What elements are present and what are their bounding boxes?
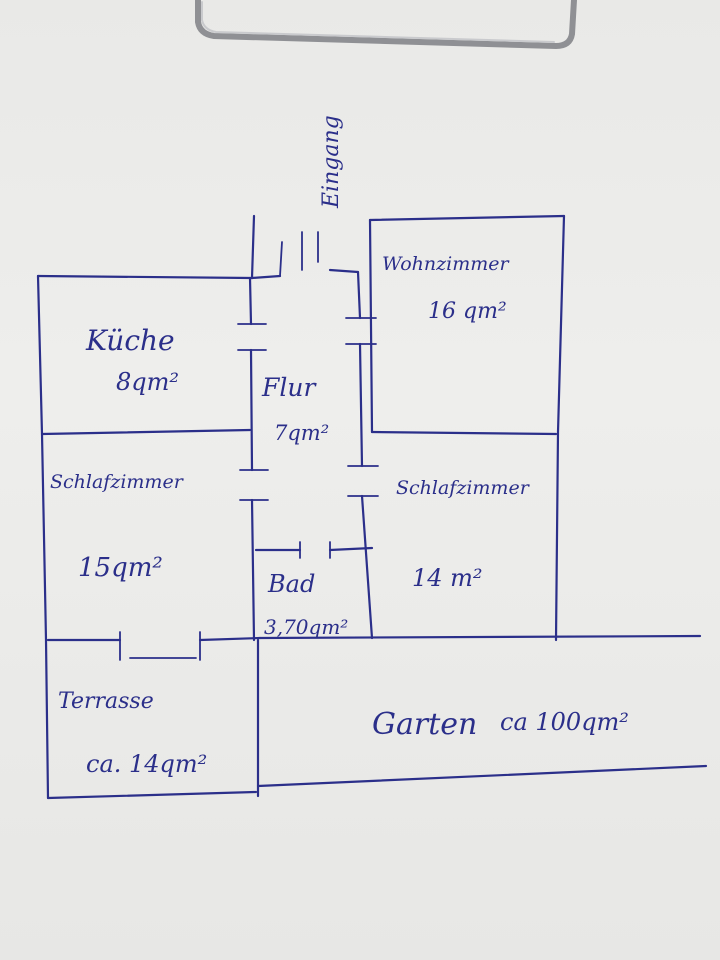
schlafzimmer-left-name: Schlafzimmer (50, 471, 185, 493)
kueche-area: 8qm² (116, 368, 179, 396)
kueche-name: Küche (85, 324, 175, 357)
flur-area: 7qm² (274, 421, 329, 445)
wohnzimmer-area: 16 qm² (428, 299, 507, 324)
flur-name: Flur (261, 373, 317, 402)
schlafzimmer-right-name: Schlafzimmer (396, 477, 531, 499)
walls (36, 214, 708, 800)
garten-name: Garten (372, 707, 477, 742)
room-labels: Eingang Wohnzimmer 16 qm² Küche 8qm² Flu… (50, 115, 629, 778)
schlafzimmer-left-area: 15qm² (78, 553, 163, 583)
schlafzimmer-right-area: 14 m² (412, 564, 483, 592)
doors (119, 231, 379, 661)
terrasse-area: ca. 14qm² (86, 750, 207, 778)
bad-name: Bad (267, 570, 315, 598)
garten-area: ca 100qm² (500, 708, 629, 736)
terrasse-name: Terrasse (58, 689, 154, 714)
bad-area: 3,70qm² (264, 615, 348, 639)
wohnzimmer-name: Wohnzimmer (382, 253, 511, 275)
entrance-label: Eingang (319, 115, 344, 209)
clipboard-clip (195, 0, 577, 50)
